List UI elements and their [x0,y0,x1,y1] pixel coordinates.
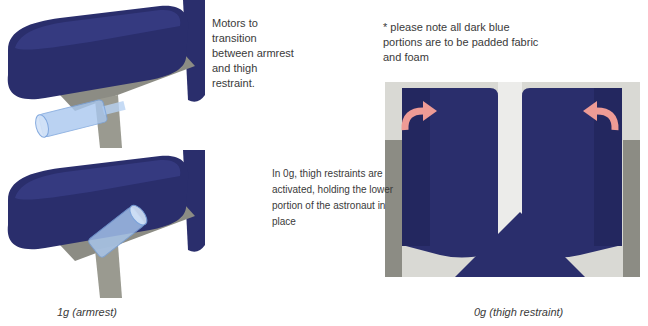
seat-frame [623,140,640,277]
thigh-restraint [402,88,498,258]
panel-caption: 1g (armrest) [57,305,177,320]
crotch-pad [455,212,585,277]
motor-cylinder [33,94,127,138]
arrow-head [583,101,597,121]
motor-cylinder [87,202,150,258]
armrest-1g-top [8,0,205,148]
armrest-cushion [8,150,205,298]
rotation-arrow [595,111,615,130]
callout-note: * please note all dark blue portions are… [383,20,543,65]
armrest-1g-bottom [8,150,205,298]
arrow-head [423,101,437,121]
callout-note: In 0g, thigh restraints are activated, h… [272,166,397,230]
seat-0g [385,82,640,277]
rotation-arrow [405,111,425,130]
armrest-cushion [8,0,205,148]
seat-frame [385,140,402,277]
restraint-shade [594,88,622,246]
seat-pan [385,82,640,277]
panel-caption: 0g (thigh restraint) [474,305,624,320]
callout-note: Motors to transition between armrest and… [212,16,294,91]
